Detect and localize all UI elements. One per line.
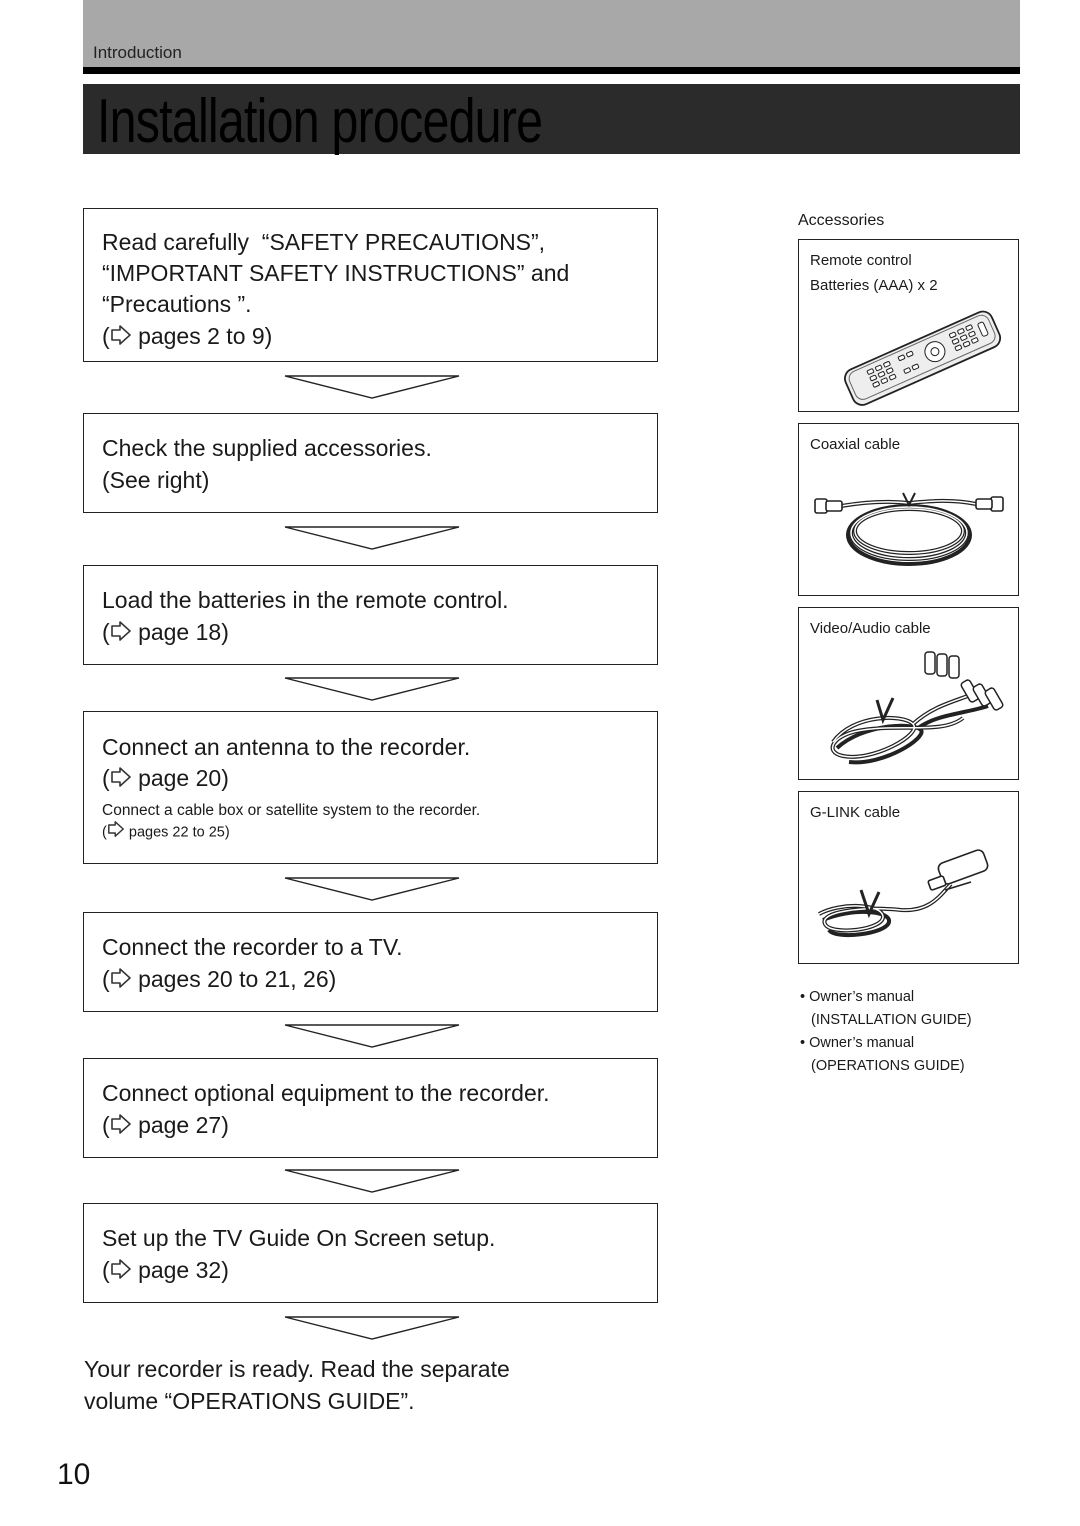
remote-control-illustration	[844, 310, 1002, 406]
manual-line-2: (INSTALLATION GUIDE)	[811, 1012, 972, 1028]
pointer-arrow-icon	[110, 1256, 132, 1287]
down-arrow-icon	[284, 1024, 460, 1048]
accessory-video-audio-cable: Video/Audio cable	[798, 607, 1019, 780]
pointer-arrow-icon	[110, 764, 132, 795]
accessory-remote-control: Remote control Batteries (AAA) x 2	[798, 239, 1019, 412]
accessory-label: G-LINK cable	[810, 804, 901, 821]
step-3-line-1: Load the batteries in the remote control…	[102, 587, 509, 613]
step-7-ref-text: page 32	[138, 1257, 222, 1283]
step-box-5: Connect the recorder to a TV. ( pages 20…	[83, 912, 658, 1012]
manual-line-1: Owner’s manual	[809, 1035, 915, 1051]
step-box-6: Connect optional equipment to the record…	[83, 1058, 658, 1158]
section-label: Introduction	[93, 43, 182, 62]
step-1-line-3: “Precautions ”.	[102, 291, 252, 317]
step-4-sub-reference: ( pages 22 to 25)	[102, 821, 230, 844]
step-5-line-1: Connect the recorder to a TV.	[102, 934, 403, 960]
step-5-ref-text: pages 20 to 21, 26	[138, 966, 329, 992]
manual-item: • Owner’s manual	[800, 1032, 972, 1055]
title-bar	[83, 84, 1020, 154]
step-4-ref-text: page 20	[138, 765, 222, 791]
step-5-reference: ( pages 20 to 21, 26)	[102, 964, 336, 996]
bullet-icon: •	[800, 989, 806, 1005]
step-4-line-1: Connect an antenna to the recorder.	[102, 734, 471, 760]
manual-line-1: Owner’s manual	[809, 989, 915, 1005]
accessory-g-link-cable: G-LINK cable	[798, 791, 1019, 964]
final-note: Your recorder is ready. Read the separat…	[84, 1353, 510, 1417]
step-box-7: Set up the TV Guide On Screen setup. ( p…	[83, 1203, 658, 1303]
step-3-reference: ( page 18)	[102, 617, 229, 649]
page-number: 10	[57, 1458, 91, 1491]
down-arrow-icon	[284, 375, 460, 399]
pointer-arrow-icon	[107, 821, 125, 844]
step-1-line-2: “IMPORTANT SAFETY INSTRUCTIONS” and	[102, 260, 570, 286]
pointer-arrow-icon	[110, 1111, 132, 1142]
header-rule	[83, 67, 1020, 74]
step-3-ref-text: page 18	[138, 619, 222, 645]
accessories-title: Accessories	[798, 212, 885, 229]
step-7-reference: ( page 32)	[102, 1255, 229, 1287]
step-box-1: Read carefully “SAFETY PRECAUTIONS”, “IM…	[83, 208, 658, 362]
accessory-coaxial-cable: Coaxial cable	[798, 423, 1019, 596]
down-arrow-icon	[284, 1169, 460, 1193]
accessory-label: Coaxial cable	[810, 436, 901, 453]
step-2-line-2: (See right)	[102, 467, 210, 493]
down-arrow-icon	[284, 1316, 460, 1340]
step-2-line-1: Check the supplied accessories.	[102, 435, 432, 461]
step-6-reference: ( page 27)	[102, 1110, 229, 1142]
down-arrow-icon	[284, 677, 460, 701]
step-4-subtext: Connect a cable box or satellite system …	[102, 802, 481, 819]
step-4-sub-ref-text: pages 22 to 25	[128, 824, 225, 841]
pointer-arrow-icon	[110, 322, 132, 353]
step-6-line-1: Connect optional equipment to the record…	[102, 1080, 550, 1106]
step-box-4: Connect an antenna to the recorder. ( pa…	[83, 711, 658, 864]
final-note-line-2: volume “OPERATIONS GUIDE”.	[84, 1388, 415, 1414]
step-1-reference: ( pages 2 to 9)	[102, 321, 272, 353]
manual-line-2: (OPERATIONS GUIDE)	[811, 1058, 965, 1074]
g-link-cable-illustration	[818, 849, 989, 938]
coaxial-cable-illustration	[814, 492, 1004, 566]
step-box-2: Check the supplied accessories. (See rig…	[83, 413, 658, 513]
step-6-ref-text: page 27	[138, 1112, 222, 1138]
accessory-label: Remote control	[810, 252, 912, 269]
accessory-label: Batteries (AAA) x 2	[810, 277, 938, 294]
step-1-ref-text: pages 2 to 9	[138, 323, 265, 349]
accessory-label: Video/Audio cable	[810, 620, 931, 637]
section-header-bar	[83, 0, 1020, 67]
down-arrow-icon	[284, 526, 460, 550]
video-audio-cable-illustration	[830, 651, 1004, 765]
step-7-line-1: Set up the TV Guide On Screen setup.	[102, 1225, 496, 1251]
manual-item: • Owner’s manual	[800, 986, 972, 1009]
down-arrow-icon	[284, 877, 460, 901]
page-title: Installation procedure	[97, 87, 543, 156]
step-4-reference: ( page 20)	[102, 763, 229, 795]
bullet-icon: •	[800, 1035, 806, 1051]
manuals-list: • Owner’s manual (INSTALLATION GUIDE) • …	[800, 986, 972, 1078]
step-box-3: Load the batteries in the remote control…	[83, 565, 658, 665]
final-note-line-1: Your recorder is ready. Read the separat…	[84, 1356, 510, 1382]
pointer-arrow-icon	[110, 618, 132, 649]
pointer-arrow-icon	[110, 965, 132, 996]
step-1-line-1: Read carefully “SAFETY PRECAUTIONS”,	[102, 229, 546, 255]
